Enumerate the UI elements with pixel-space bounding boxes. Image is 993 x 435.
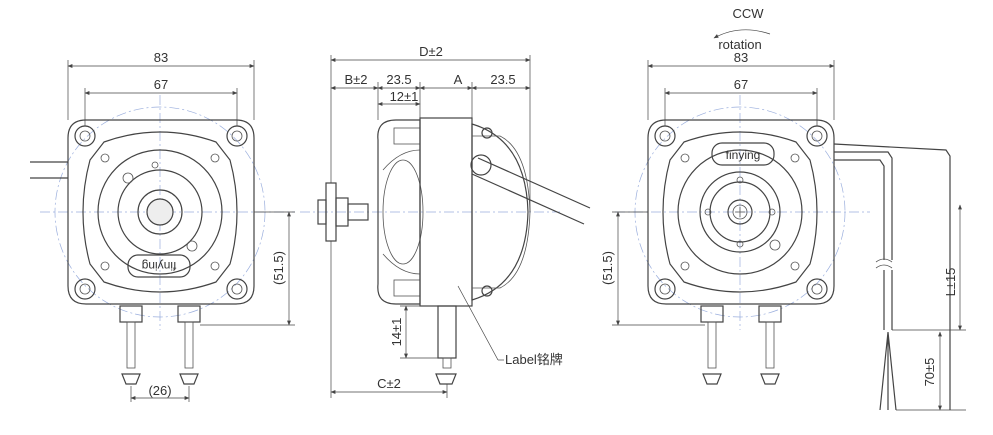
front-dim-26: (26)	[148, 383, 171, 398]
front-terminals	[119, 305, 201, 385]
rear-dim-l: L±15	[943, 268, 958, 297]
front-housing	[67, 119, 255, 305]
rear-dim-51-5: (51.5)	[600, 251, 615, 285]
side-dim-23-5-right: 23.5	[490, 72, 515, 87]
rotation-direction: CCW	[732, 6, 764, 21]
side-view: D±2 B±2 23.5 A 23.5 12±1 14±1 C±2 Label铭…	[300, 44, 591, 398]
rear-dim-67: 67	[734, 77, 748, 92]
side-coil	[471, 123, 529, 301]
rotation-label: rotation	[718, 37, 761, 52]
rear-dim-70: 70±5	[922, 358, 937, 387]
front-dim-67: 67	[154, 77, 168, 92]
side-dim-14: 14±1	[389, 318, 404, 347]
rear-lead-wires	[833, 143, 951, 411]
front-view: finying 83 67 (51.5) (26)	[30, 50, 295, 402]
side-dim-d: D±2	[419, 44, 443, 59]
side-dim-a: A	[454, 72, 463, 87]
front-dim-83: 83	[154, 50, 168, 65]
rear-shaft	[732, 204, 748, 220]
rotation-arrow	[713, 29, 771, 39]
front-brand-plate	[127, 254, 191, 278]
side-dim-c: C±2	[377, 376, 401, 391]
rear-brand-plate	[711, 142, 775, 166]
front-corner-bolts	[74, 125, 248, 300]
rear-brand-text: finying	[726, 148, 761, 162]
front-brand-text: finying	[142, 259, 177, 273]
side-cable	[471, 157, 591, 225]
side-label-callout: Label铭牌	[505, 352, 563, 367]
front-dim-51-5: (51.5)	[271, 251, 286, 285]
side-dim-b: B±2	[344, 72, 367, 87]
side-terminal	[437, 305, 457, 359]
rear-view: CCW rotation finying	[600, 6, 966, 411]
rear-terminals	[700, 305, 782, 385]
front-flange	[82, 131, 238, 293]
rear-flange	[662, 131, 818, 293]
rear-dim-83: 83	[734, 50, 748, 65]
front-cable	[30, 161, 68, 179]
rear-housing	[647, 119, 835, 305]
side-dim-23-5-left: 23.5	[386, 72, 411, 87]
side-dim-12: 12±1	[390, 89, 419, 104]
